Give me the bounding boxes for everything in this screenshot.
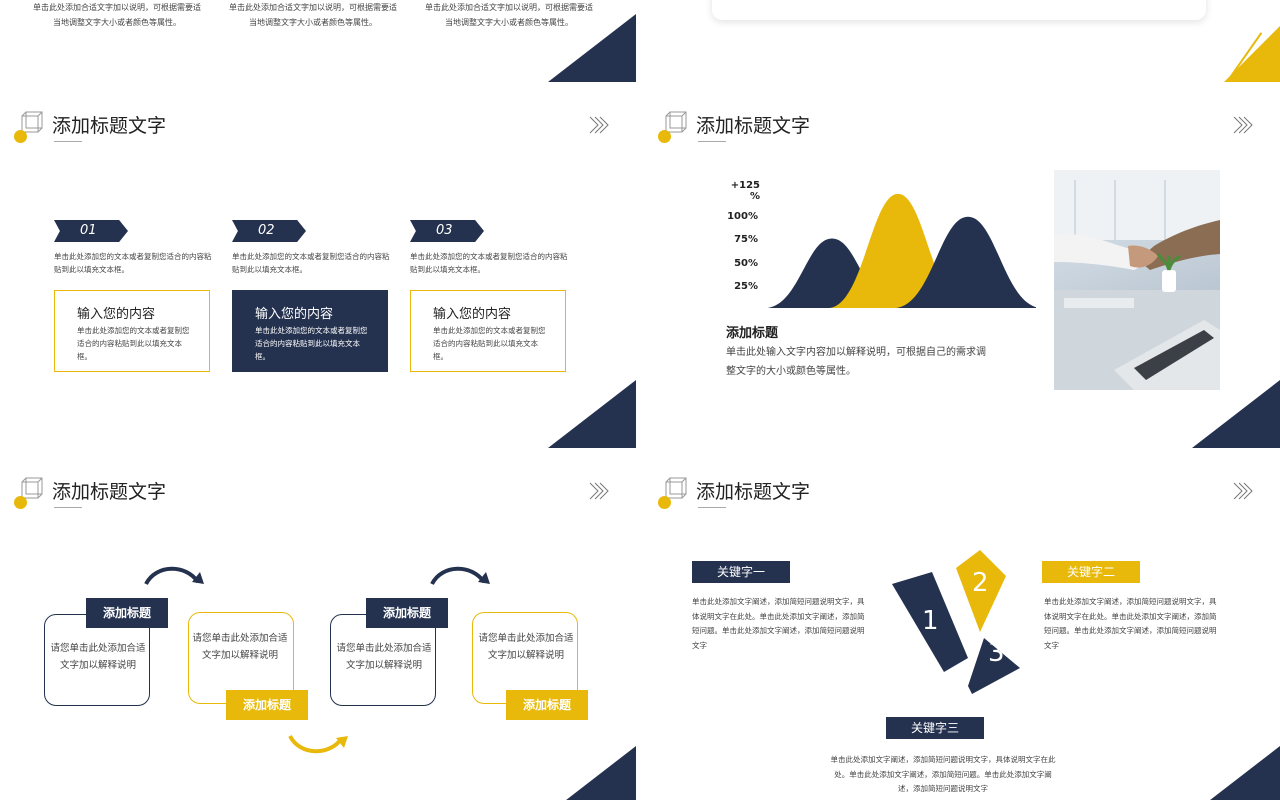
tab-03-desc: 单击此处添加您的文本或者复制您适合的内容粘贴到此以填充文本框。 — [410, 252, 568, 274]
page-title: 添加标题文字 — [696, 115, 811, 137]
y-tick-125: +125 % — [730, 180, 760, 202]
keyword-1-badge: 关键字一 — [692, 561, 790, 583]
cube-icon — [21, 477, 43, 499]
cube-icon — [21, 111, 43, 133]
content-card — [712, 0, 1206, 20]
slide-keywords[interactable]: 添加标题文字 关键字一 单击此处添加文字阐述，添加简短问题说明文字，具体说明文字… — [644, 462, 1280, 800]
flow-text-1: 请您单击此处添加合适文字加以解释说明 — [50, 643, 146, 671]
slide-header: 添加标题文字 — [14, 108, 624, 148]
tab-02-tag: 02 — [232, 220, 306, 242]
slide-header: 添加标题文字 — [14, 474, 624, 514]
cube-icon — [665, 477, 687, 499]
box-text: 单击此处添加您的文本或者复制您适合的内容粘贴到此以填充文本框。 — [77, 326, 190, 361]
flow-label-3: 添加标题 — [366, 598, 448, 628]
keyword-3-desc: 单击此处添加文字阐述，添加简短问题说明文字，具体说明文字在此处。单击此处添加文字… — [830, 755, 1056, 793]
box-title: 输入您的内容 — [433, 307, 512, 322]
corner-triangle — [548, 746, 636, 800]
curved-arrow-icon — [288, 734, 348, 754]
corner-triangle — [1192, 380, 1280, 448]
tab-01-tag: 01 — [54, 220, 128, 242]
handshake-photo — [1054, 170, 1220, 390]
keyword-2-badge: 关键字二 — [1042, 561, 1140, 583]
y-tick-75: 75% — [734, 234, 758, 245]
page-title: 添加标题文字 — [52, 115, 167, 137]
flow-label-1: 添加标题 — [86, 598, 168, 628]
flow-text-2: 请您单击此处添加合适文字加以解释说明 — [192, 633, 288, 661]
title-underline — [54, 141, 82, 142]
accent-dot — [14, 130, 27, 143]
tab-01-desc: 单击此处添加您的文本或者复制您适合的内容粘贴到此以填充文本框。 — [54, 252, 212, 274]
slide-header: 添加标题文字 — [658, 474, 1268, 514]
accent-dot — [14, 496, 27, 509]
slide-chart[interactable]: 添加标题文字 +125 % 100% 75% 50% 25% 添加标题 单击此处… — [644, 96, 1280, 448]
chart-desc: 单击此处输入文字内容加以解释说明，可根据自己的需求调整文字的大小或颜色等属性。 — [726, 347, 986, 377]
title-underline — [698, 141, 726, 142]
corner-triangle — [548, 14, 636, 82]
chevrons-right-icon — [589, 116, 609, 134]
page-title: 添加标题文字 — [696, 481, 811, 503]
chevrons-right-icon — [1233, 116, 1253, 134]
curved-arrow-icon — [144, 566, 204, 586]
y-tick-100: 100% — [727, 211, 758, 222]
content-box-2[interactable]: 输入您的内容 单击此处添加您的文本或者复制您适合的内容粘贴到此以填充文本框。 — [232, 290, 388, 372]
cube-icon — [665, 111, 687, 133]
keyword-1-desc: 单击此处添加文字阐述，添加简短问题说明文字，具体说明文字在此处。单击此处添加文字… — [692, 597, 865, 650]
flow-label-4: 添加标题 — [506, 690, 588, 720]
slide-header: 添加标题文字 — [658, 108, 1268, 148]
strip-text-3: 单击此处添加合适文字加以说明，可根据需要适当地调整文字大小或者颜色等属性。 — [425, 3, 593, 27]
tab-02-desc: 单击此处添加您的文本或者复制您适合的内容粘贴到此以填充文本框。 — [232, 252, 390, 274]
bell-series-3 — [896, 216, 1036, 308]
curved-arrow-icon — [430, 566, 490, 586]
slide-flow[interactable]: 添加标题文字 添加标题 请您单击此处添加合适文字加以解释说明 添加标题 请您单击… — [0, 462, 636, 800]
box-title: 输入您的内容 — [255, 307, 334, 322]
slide-tabs[interactable]: 添加标题文字 01 单击此处添加您的文本或者复制您适合的内容粘贴到此以填充文本框… — [0, 96, 636, 448]
accent-dot — [658, 130, 671, 143]
accent-dot — [658, 496, 671, 509]
tab-03-tag: 03 — [410, 220, 484, 242]
bell-chart — [768, 193, 1036, 308]
box-text: 单击此处添加您的文本或者复制您适合的内容粘贴到此以填充文本框。 — [255, 326, 368, 361]
strip-text-1: 单击此处添加合适文字加以说明，可根据需要适当地调整文字大小或者颜色等属性。 — [33, 3, 201, 27]
chevrons-right-icon — [1233, 482, 1253, 500]
partial-slide-top-right — [644, 0, 1280, 82]
chart-title: 添加标题 — [726, 326, 779, 341]
shard-number-1: 1 — [922, 606, 939, 636]
page-title: 添加标题文字 — [52, 481, 167, 503]
handshake-icon — [1054, 170, 1220, 390]
content-box-3[interactable]: 输入您的内容 单击此处添加您的文本或者复制您适合的内容粘贴到此以填充文本框。 — [410, 290, 566, 372]
strip-text-2: 单击此处添加合适文字加以说明，可根据需要适当地调整文字大小或者颜色等属性。 — [229, 3, 397, 27]
keyword-2-desc: 单击此处添加文字阐述，添加简短问题说明文字，具体说明文字在此处。单击此处添加文字… — [1044, 597, 1217, 650]
partial-slide-top-left: 单击此处添加合适文字加以说明，可根据需要适当地调整文字大小或者颜色等属性。 单击… — [0, 0, 636, 82]
y-tick-25: 25% — [734, 281, 758, 292]
corner-triangle — [548, 380, 636, 448]
box-title: 输入您的内容 — [77, 307, 156, 322]
y-tick-50: 50% — [734, 258, 758, 269]
title-underline — [698, 507, 726, 508]
flow-label-2: 添加标题 — [226, 690, 308, 720]
flow-text-3: 请您单击此处添加合适文字加以解释说明 — [336, 643, 432, 671]
corner-triangle — [1192, 746, 1280, 800]
gold-corner-triangle — [1224, 26, 1280, 82]
shard-number-3: 3 — [988, 638, 1005, 668]
box-text: 单击此处添加您的文本或者复制您适合的内容粘贴到此以填充文本框。 — [433, 326, 546, 361]
flow-text-4: 请您单击此处添加合适文字加以解释说明 — [478, 633, 574, 661]
title-underline — [54, 507, 82, 508]
shard-number-2: 2 — [972, 568, 989, 598]
keyword-3-badge: 关键字三 — [886, 717, 984, 739]
chevrons-right-icon — [589, 482, 609, 500]
number-shards — [892, 550, 1020, 694]
content-box-1[interactable]: 输入您的内容 单击此处添加您的文本或者复制您适合的内容粘贴到此以填充文本框。 — [54, 290, 210, 372]
